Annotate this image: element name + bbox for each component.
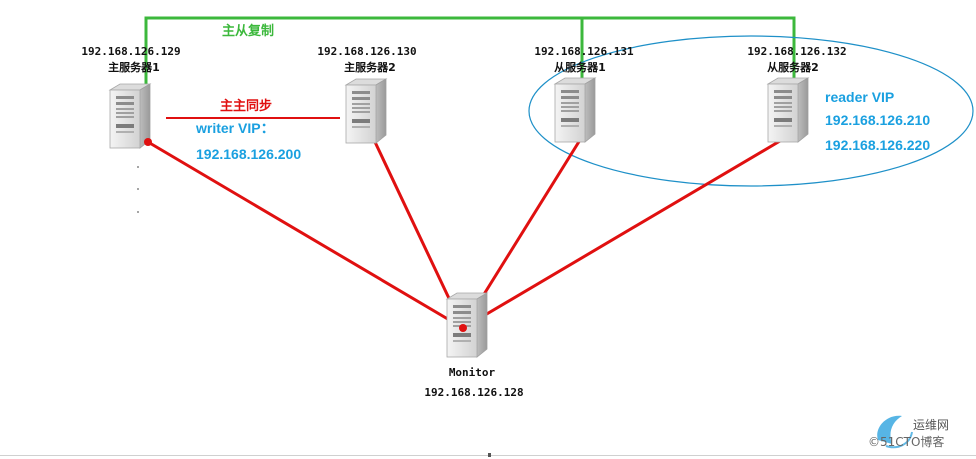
server-slave2-icon: [767, 77, 809, 143]
server-slave1-ip: 192.168.126.131: [534, 45, 634, 58]
watermark-site: ©51CTO博客: [868, 434, 944, 449]
server-master1-icon: [109, 83, 151, 149]
server-monitor-icon: [446, 292, 488, 358]
writer-vip-ip: 192.168.126.200: [196, 146, 301, 162]
reader-vip-ellipse: [528, 35, 974, 187]
monitor-ip: 192.168.126.128: [424, 386, 523, 399]
reader-vip-label: reader VIP: [825, 89, 894, 105]
server-slave2-name: 从服务器2: [767, 60, 819, 74]
server-master1-name: 主服务器1: [108, 60, 160, 74]
reader-vip-ip-2: 192.168.126.220: [825, 137, 930, 153]
connection-dot-master1: [144, 138, 152, 146]
replication-label: 主从复制: [222, 23, 274, 39]
server-slave1-icon: [554, 77, 596, 143]
server-slave2-ip: 192.168.126.132: [747, 45, 846, 58]
server-master2-icon: [345, 78, 387, 144]
monitor-link-master2: [373, 140, 465, 330]
server-master2-ip: 192.168.126.130: [317, 45, 416, 58]
server-master1-ip: 192.168.126.129: [81, 45, 180, 58]
sync-label: 主主同步: [220, 98, 272, 114]
monitor-name: Monitor: [449, 366, 496, 379]
connection-dot-monitor: [459, 324, 467, 332]
monitor-links: [146, 136, 787, 330]
writer-vip-label: writer VIP：: [195, 120, 275, 136]
watermark-brand: 运维网: [913, 418, 949, 432]
monitor-link-slave2: [461, 136, 787, 330]
bottom-tick: [488, 453, 491, 457]
watermark: 运维网 ©51CTO博客: [868, 415, 949, 449]
server-master2-name: 主服务器2: [344, 60, 396, 74]
monitor-link-master1: [146, 140, 465, 330]
reader-vip-ip-1: 192.168.126.210: [825, 112, 930, 128]
server-slave1-name: 从服务器1: [554, 60, 606, 74]
watermark-logo-icon: [877, 415, 902, 444]
replication-line-master1: [144, 16, 796, 92]
